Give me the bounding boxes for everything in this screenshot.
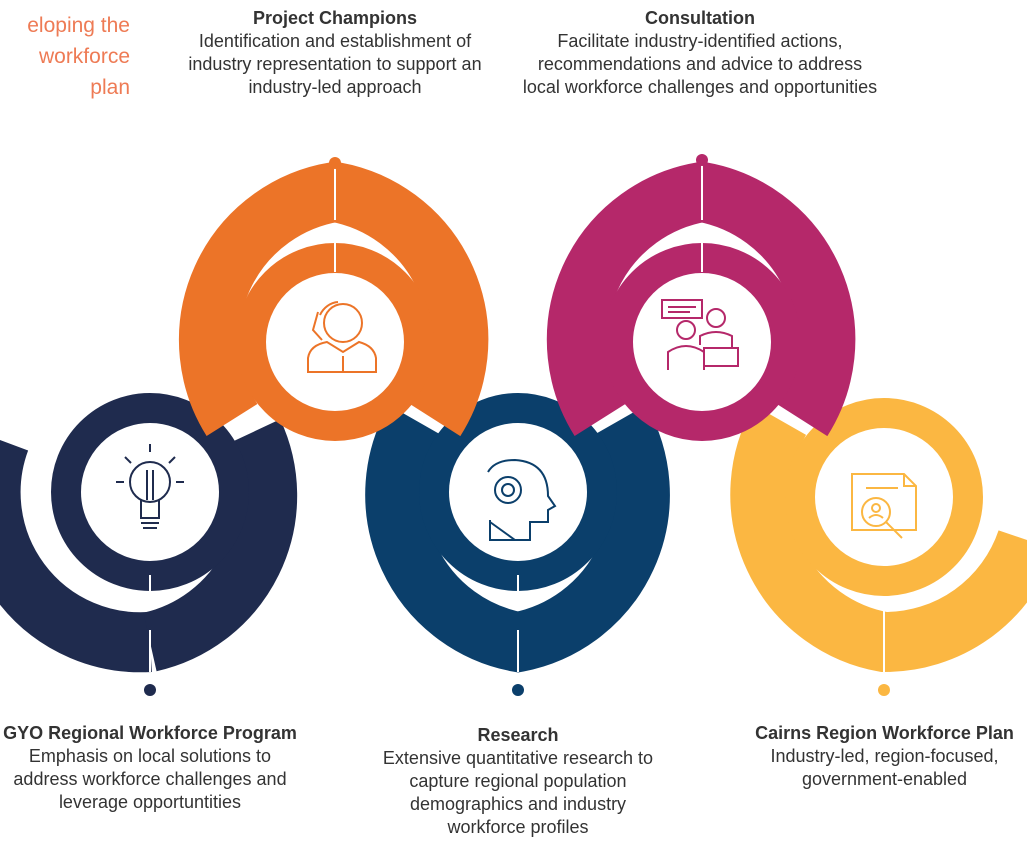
page-title: eloping the workforce plan — [27, 14, 130, 99]
ring-plan — [730, 398, 1027, 673]
step-description: Industry-led, region-focused, government… — [770, 746, 999, 789]
dot-gyo — [144, 684, 156, 696]
presentation-icon — [661, 299, 739, 370]
ring-consultation — [546, 161, 856, 441]
step-research: Research Extensive quantitative research… — [370, 724, 666, 839]
lightbulb-icon — [116, 444, 184, 529]
step-title: Cairns Region Workforce Plan — [755, 723, 1014, 743]
ring-gyo — [0, 393, 298, 673]
dot-consultation — [696, 154, 708, 166]
ring-champions — [178, 161, 489, 441]
document-search-icon — [851, 473, 917, 539]
step-title: Consultation — [645, 8, 755, 28]
ring-research — [365, 393, 670, 673]
step-title: GYO Regional Workforce Program — [3, 723, 297, 743]
step-title: Research — [477, 725, 559, 745]
step-champions: Project Champions Identification and est… — [170, 7, 500, 99]
dot-plan — [878, 684, 890, 696]
head-gear-icon — [487, 458, 557, 541]
dot-research — [512, 684, 524, 696]
person-profile-icon — [307, 301, 377, 373]
step-description: Identification and establishment of indu… — [188, 31, 482, 97]
step-consultation: Consultation Facilitate industry-identif… — [520, 7, 880, 99]
dot-champions — [329, 157, 341, 169]
step-title: Project Champions — [252, 8, 418, 28]
step-description: Facilitate industry-identified actions, … — [522, 31, 878, 97]
step-plan: Cairns Region Workforce Plan Industry-le… — [742, 722, 1027, 791]
step-description: Extensive quantitative research to captu… — [382, 748, 654, 837]
step-gyo: GYO Regional Workforce Program Emphasis … — [0, 722, 300, 814]
step-description: Emphasis on local solutions to address w… — [13, 746, 287, 812]
